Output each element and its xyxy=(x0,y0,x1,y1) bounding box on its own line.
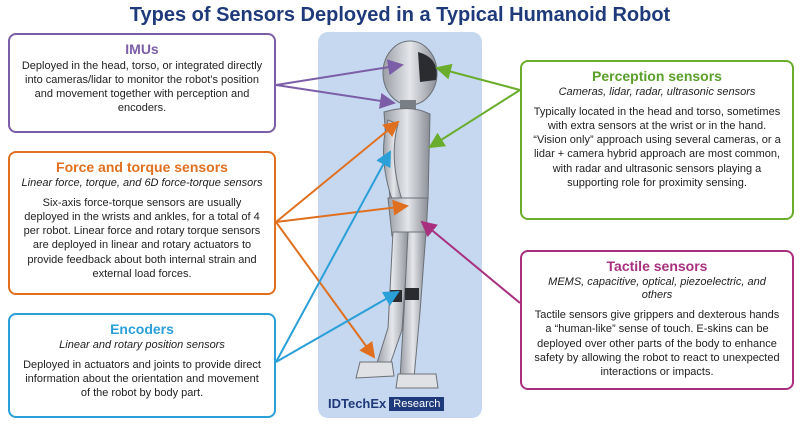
perception-arrow-torso xyxy=(428,89,521,149)
tactile-body: Tactile sensors give grippers and dexter… xyxy=(534,309,780,378)
encoders-box: Encoders Linear and rotary position sens… xyxy=(8,313,276,418)
perception-body-2: “Vision only” approach using several cam… xyxy=(533,134,781,189)
encoders-heading: Encoders xyxy=(110,321,174,337)
robot-foot-back xyxy=(355,361,395,379)
page-title: Types of Sensors Deployed in a Typical H… xyxy=(129,4,671,26)
perception-subtitle: Cameras, lidar, radar, ultrasonic sensor… xyxy=(558,86,756,98)
logo-name: IDTechEx xyxy=(328,396,387,411)
tactile-box: Tactile sensors MEMS, capacitive, optica… xyxy=(520,250,794,390)
imus-heading: IMUs xyxy=(125,41,159,57)
encoders-arrow-knee xyxy=(275,291,400,363)
tactile-arrow xyxy=(420,220,521,304)
encoders-subtitle: Linear and rotary position sensors xyxy=(59,339,225,351)
robot-visor xyxy=(418,52,437,82)
connector-arrows xyxy=(275,59,521,363)
force-heading: Force and torque sensors xyxy=(56,159,228,175)
force-arrow-shoulder xyxy=(275,120,400,223)
perception-box: Perception sensors Cameras, lidar, radar… xyxy=(520,60,794,220)
imus-box: IMUs Deployed in the head, torso, or int… xyxy=(8,33,276,133)
force-torque-box: Force and torque sensors Linear force, t… xyxy=(8,151,276,295)
encoders-arrow-elbow xyxy=(275,150,391,363)
perception-arrow-head xyxy=(435,63,521,91)
logo-tag: Research xyxy=(389,396,445,411)
robot-hips xyxy=(387,197,429,237)
robot-knee-front xyxy=(405,288,419,300)
imus-arrow-head xyxy=(275,59,404,86)
force-arrow-ankle xyxy=(275,221,376,359)
force-subtitle: Linear force, torque, and 6D force-torqu… xyxy=(21,177,263,189)
tactile-subtitle: MEMS, capacitive, optical, piezoelectric… xyxy=(548,276,766,302)
force-arrow-wrist xyxy=(275,199,409,223)
force-body: Six-axis force-torque sensors are usuall… xyxy=(23,197,261,280)
idtechex-logo: IDTechEx Research xyxy=(328,396,445,411)
robot-figure xyxy=(355,40,439,389)
robot-foot-front xyxy=(395,373,439,389)
perception-heading: Perception sensors xyxy=(592,68,722,84)
tactile-heading: Tactile sensors xyxy=(606,258,708,274)
imus-arrow-torso xyxy=(275,84,396,109)
encoders-body: Deployed in actuators and joints to prov… xyxy=(23,359,261,400)
perception-body-1: Typically located in the head and torso,… xyxy=(533,106,781,133)
imus-body: Deployed in the head, torso, or integrat… xyxy=(21,60,263,115)
